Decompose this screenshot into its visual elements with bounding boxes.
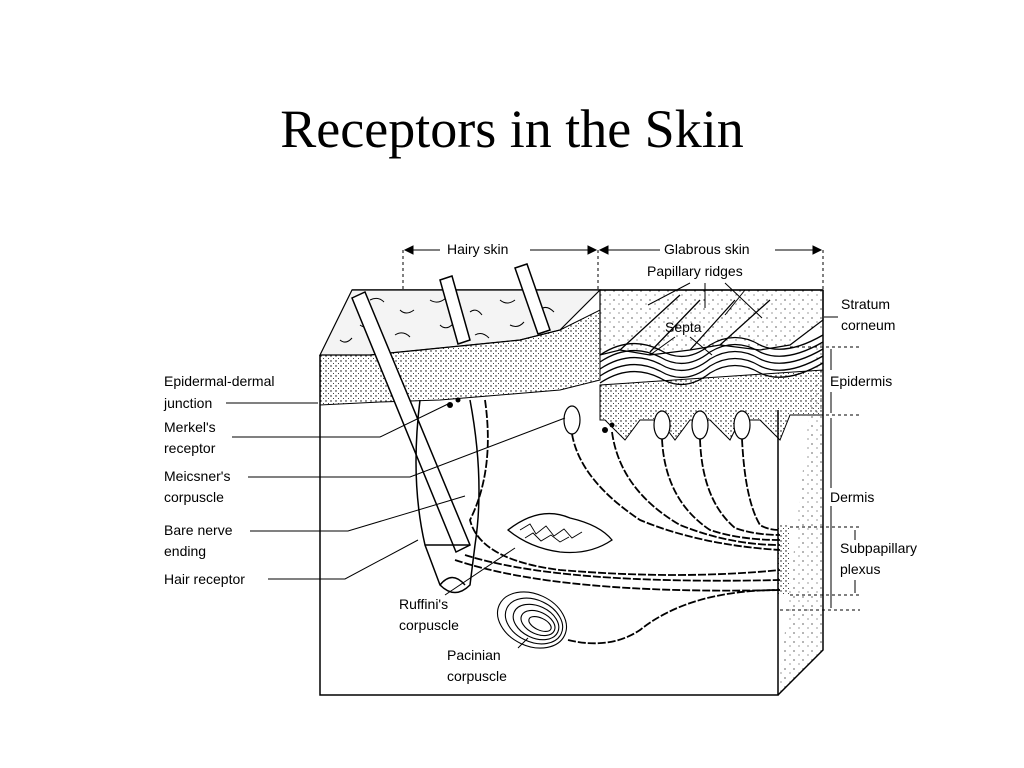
- pacinian-corpuscle: [497, 591, 567, 649]
- meissner-label-line1: Meicsner's: [164, 468, 230, 484]
- layer-brackets: [780, 346, 860, 611]
- merkel-label-line1: Merkel's: [164, 419, 216, 435]
- hairy-skin-label: Hairy skin: [447, 241, 508, 257]
- subpapillary-line1: Subpapillary: [840, 540, 917, 556]
- ruffini-line1: Ruffini's: [399, 596, 448, 612]
- bare-nerve-label-line2: ending: [164, 543, 206, 559]
- label-meissner: Meicsner's corpuscle: [164, 417, 566, 505]
- epidermal-dermal-label-line1: Epidermal-dermal: [164, 373, 274, 389]
- epidermal-dermal-label-line2: junction: [163, 395, 212, 411]
- septa-leaders: [649, 336, 713, 356]
- stratum-corneum-line1: Stratum: [841, 296, 890, 312]
- papillary-ridges-leaders: [647, 282, 763, 319]
- pacinian-line1: Pacinian: [447, 647, 501, 663]
- meissner-corpuscles: [563, 405, 751, 440]
- label-epidermal-dermal-junction: Epidermal-dermal junction: [163, 373, 318, 411]
- subpapillary-line2: plexus: [840, 561, 880, 577]
- ruffini-line2: corpuscle: [399, 617, 459, 633]
- septa-label: Septa: [665, 319, 702, 335]
- subpapillary-plexus-zone: [778, 525, 790, 595]
- label-pacinian: Pacinian corpuscle: [447, 637, 529, 684]
- pacinian-line2: corpuscle: [447, 668, 507, 684]
- bare-nerve-label-line1: Bare nerve: [164, 522, 233, 538]
- dermis-label: Dermis: [830, 489, 874, 505]
- label-merkel: Merkel's receptor: [164, 403, 449, 456]
- block-right-face: [777, 290, 824, 696]
- stratum-corneum-line2: corneum: [841, 317, 895, 333]
- label-subpapillary-plexus: Subpapillary plexus: [840, 540, 917, 577]
- label-ruffini: Ruffini's corpuscle: [399, 547, 516, 633]
- glabrous-skin-label: Glabrous skin: [664, 241, 750, 257]
- meissner-label-line2: corpuscle: [164, 489, 224, 505]
- ruffini-corpuscle: [506, 512, 613, 554]
- region-brackets: [402, 245, 824, 290]
- label-stratum-corneum: Stratum corneum: [824, 296, 895, 333]
- papillary-ridges-label: Papillary ridges: [647, 263, 743, 279]
- hair-receptor-label: Hair receptor: [164, 571, 245, 587]
- glabrous-skin-surface: [599, 289, 824, 441]
- label-bare-nerve: Bare nerve ending: [164, 495, 466, 559]
- merkel-receptors: [447, 397, 615, 433]
- slide-title: Receptors in the Skin: [280, 99, 744, 159]
- merkel-label-line2: receptor: [164, 440, 216, 456]
- label-hair-receptor: Hair receptor: [164, 539, 419, 587]
- epidermis-label: Epidermis: [830, 373, 892, 389]
